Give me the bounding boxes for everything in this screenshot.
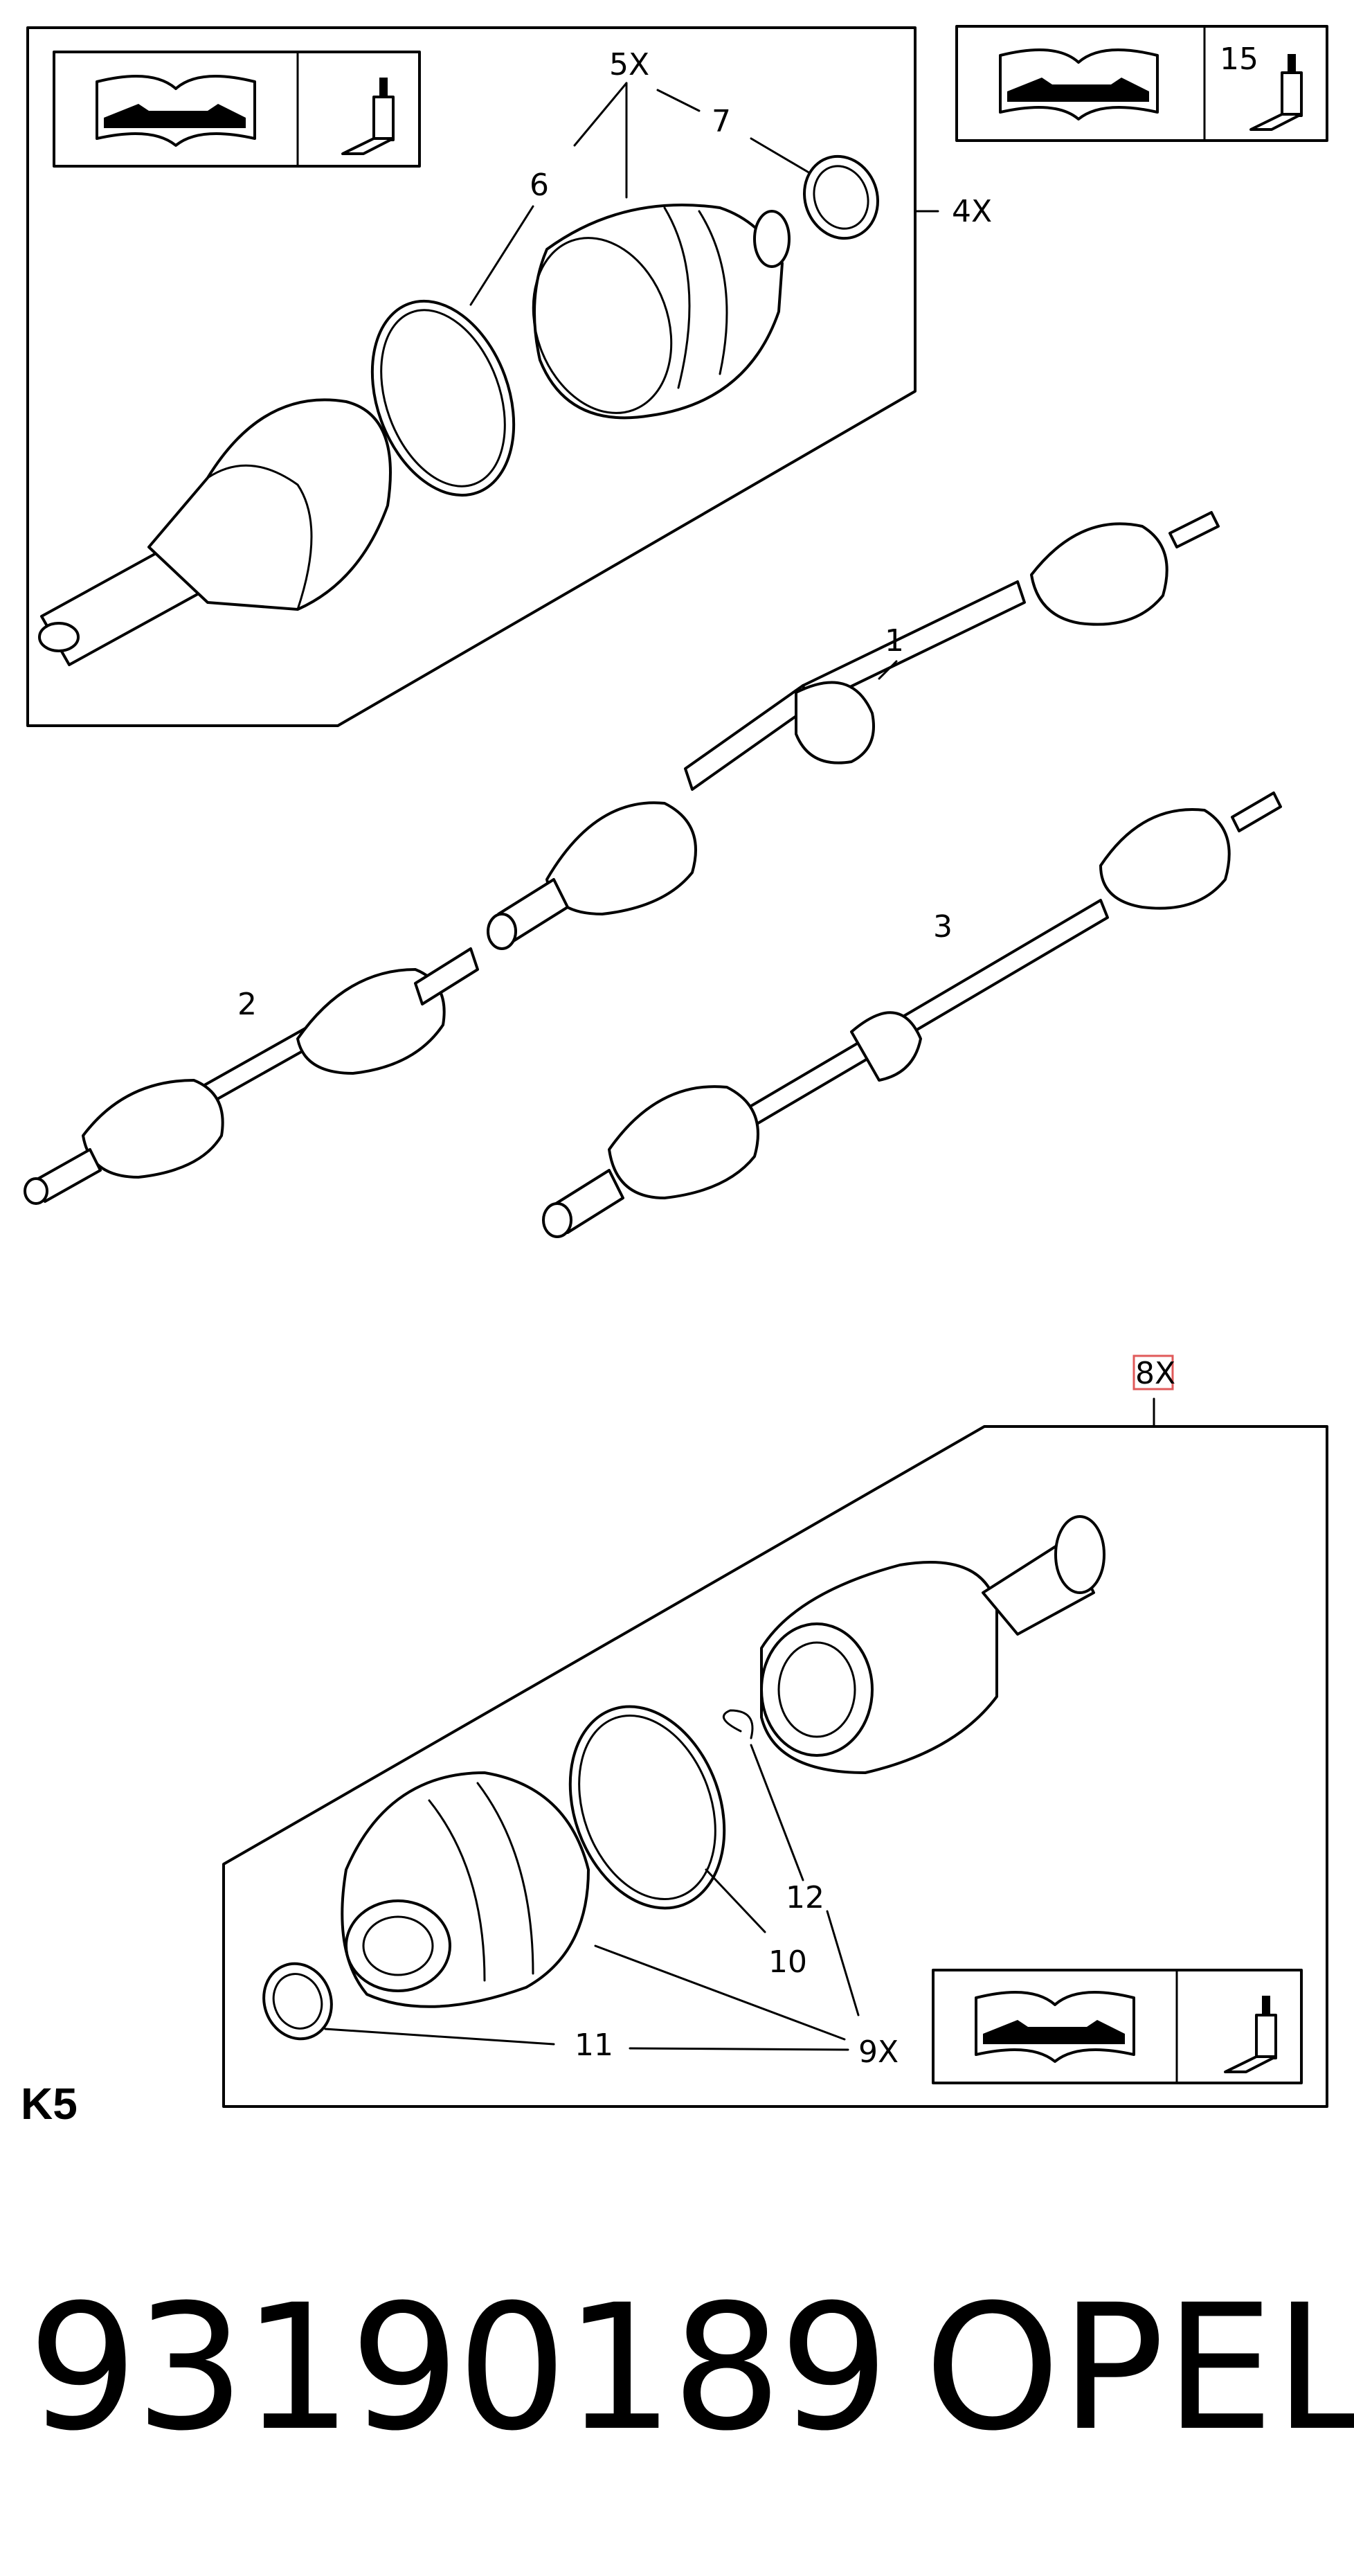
grease-tube-icon <box>341 78 395 155</box>
section-label: K5 <box>21 2079 78 2129</box>
callout-10: 10 <box>768 1944 807 1980</box>
outer-joint-kit-inset: 5X 6 7 4X <box>26 26 992 727</box>
small-clamp-7 <box>803 154 879 240</box>
callout-6: 6 <box>530 168 549 203</box>
tool-icon-box-bottom <box>932 1969 1303 2084</box>
part-number: 93190189 <box>28 2267 889 2469</box>
outer-cv-joint <box>38 398 392 666</box>
manual-wrench-icon <box>975 1991 1135 2063</box>
callout-1: 1 <box>885 623 904 659</box>
grease-kit-box-15: 15 <box>955 25 1328 142</box>
callout-3: 3 <box>933 909 953 945</box>
callout-5x: 5X <box>609 47 649 82</box>
drive-shaft-2: 2 <box>24 947 479 1205</box>
callout-12: 12 <box>786 1880 824 1915</box>
drive-shaft-3: 3 <box>542 791 1282 1238</box>
clamp-ring-6 <box>370 299 516 497</box>
callout-15: 15 <box>1220 42 1258 77</box>
callout-8x-highlight <box>1132 1354 1174 1390</box>
inner-boot <box>341 1771 590 2008</box>
grease-tube-icon <box>1224 1996 1277 2073</box>
manual-wrench-icon <box>96 75 256 147</box>
clamp-band-10 <box>568 1705 726 1910</box>
grease-tube-icon <box>1249 54 1303 131</box>
callout-8x: 8X <box>1135 1356 1175 1391</box>
tripod-housing <box>760 1515 1105 1774</box>
callout-7: 7 <box>712 104 731 139</box>
tool-icon-box <box>53 51 421 168</box>
callout-9x: 9X <box>858 2034 899 2070</box>
manual-wrench-icon <box>999 48 1159 120</box>
drive-shaft-1: 1 <box>487 511 1220 950</box>
callout-2: 2 <box>237 987 257 1022</box>
snap-ring-12 <box>722 1709 754 1739</box>
callout-11: 11 <box>575 2028 613 2063</box>
callout-4x: 4X <box>952 194 992 229</box>
boot-5x <box>532 204 791 420</box>
footer-caption: 93190189 OPEL <box>0 2271 1354 2465</box>
brand-name: OPEL <box>924 2267 1354 2469</box>
inner-joint-kit-inset: 8X <box>222 1354 1328 2108</box>
small-clamp-11 <box>262 1962 333 2041</box>
